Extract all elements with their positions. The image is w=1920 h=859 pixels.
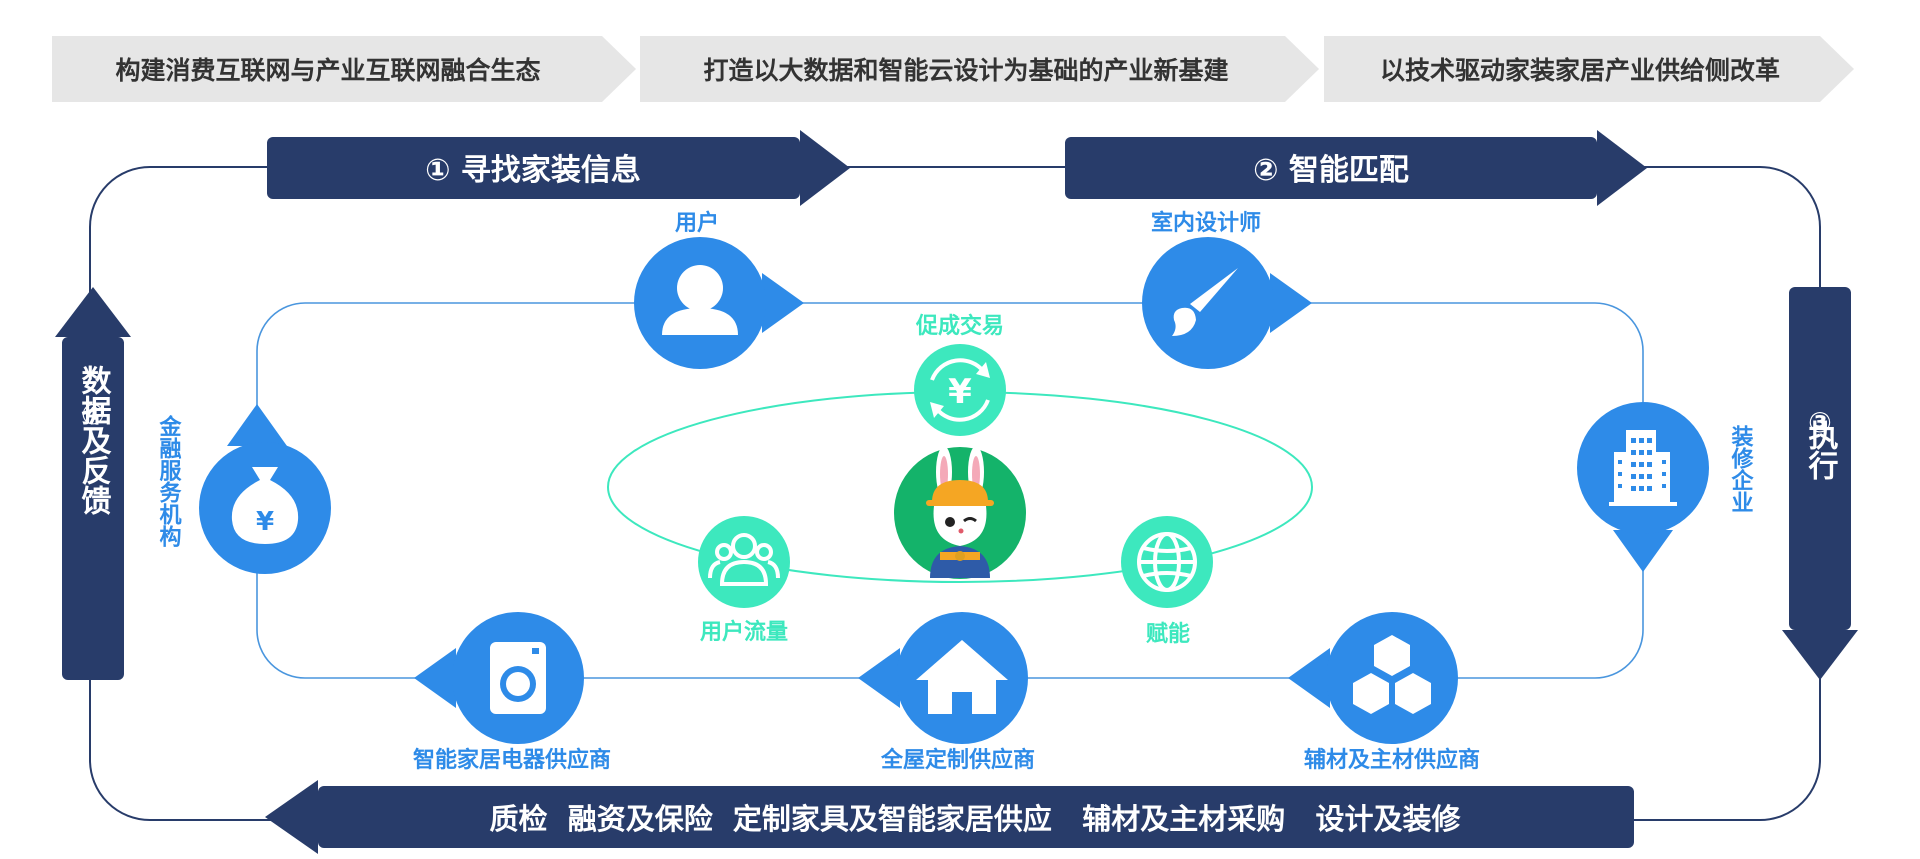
inner-trade-label: 促成交易 <box>915 313 1004 339</box>
people-icon <box>708 533 780 586</box>
banner-chevron-3 <box>1324 36 1854 102</box>
inner-traffic-label: 用户流量 <box>700 619 788 645</box>
banner-text-3: 以技术驱动家装家居产业供给侧改革 <box>1380 56 1780 85</box>
node-custom: 全屋定制供应商 <box>858 612 1035 773</box>
globe-icon <box>1137 532 1197 592</box>
banner-text-2: 打造以大数据和智能云设计为基础的产业新基建 <box>703 56 1228 85</box>
node-custom-label: 全屋定制供应商 <box>880 747 1035 773</box>
inner-empower: 赋能 <box>1121 516 1213 647</box>
house-icon <box>916 640 1008 714</box>
node-designer-label: 室内设计师 <box>1151 210 1261 236</box>
building-icon <box>1609 430 1677 506</box>
step-1-label: ① 寻找家装信息 <box>425 153 641 188</box>
step-2-arrow: ② 智能匹配 <box>1065 130 1647 206</box>
money-bag-icon: ¥ <box>231 467 299 544</box>
bottom-label: 质检 融资及保险 定制家具及智能家居供应 辅材及主材采购 设计及装修 <box>490 802 1462 836</box>
svg-text:¥: ¥ <box>256 507 274 537</box>
step-3-arrow: ③ 执行 <box>1782 287 1858 680</box>
washing-machine-icon <box>490 642 546 714</box>
hexagons-icon <box>1353 635 1431 714</box>
inner-trade: ¥ 促成交易 <box>914 313 1006 436</box>
node-finance-label: 金融服务机构 <box>156 414 183 548</box>
paintbrush-icon <box>1172 268 1238 336</box>
inner-empower-label: 赋能 <box>1146 621 1190 647</box>
top-banner: 构建消费互联网与产业互联网融合生态 打造以大数据和智能云设计为基础的产业新基建 … <box>52 36 1854 102</box>
step-4-arrow: ④ 数据及反馈 <box>55 287 131 680</box>
svg-text:¥: ¥ <box>948 372 972 412</box>
node-finance: ¥ 金融服务机构 <box>156 404 331 574</box>
node-materials-label: 辅材及主材供应商 <box>1304 747 1480 773</box>
step-4-number: ④ <box>81 398 105 431</box>
node-user: 用户 <box>634 210 804 369</box>
bottom-arrow: 质检 融资及保险 定制家具及智能家居供应 辅材及主材采购 设计及装修 <box>265 780 1634 854</box>
node-appliance-label: 智能家居电器供应商 <box>413 747 611 773</box>
node-company: 装修企业 <box>1577 402 1755 572</box>
step-1-arrow: ① 寻找家装信息 <box>267 130 850 206</box>
node-materials: 辅材及主材供应商 <box>1288 612 1480 773</box>
step-3-number: ③ <box>1808 406 1832 439</box>
inner-loop-line <box>256 302 1644 679</box>
inner-traffic: 用户流量 <box>698 516 790 645</box>
person-icon <box>662 265 738 335</box>
node-designer: 室内设计师 <box>1142 210 1312 369</box>
node-user-label: 用户 <box>675 210 719 236</box>
banner-chevron-2 <box>640 36 1319 102</box>
step-4-label: 数据及反馈 <box>76 365 112 516</box>
rabbit-mascot-icon <box>894 446 1026 579</box>
yuan-cycle-icon: ¥ <box>930 358 990 422</box>
node-company-label: 装修企业 <box>1728 425 1755 513</box>
step-3-label: 执行 <box>1803 420 1840 480</box>
outer-loop-line <box>89 166 1821 821</box>
banner-text-1: 构建消费互联网与产业互联网融合生态 <box>115 56 540 85</box>
node-appliance: 智能家居电器供应商 <box>413 612 611 773</box>
banner-chevron-1 <box>52 36 636 102</box>
step-2-label: ② 智能匹配 <box>1253 153 1409 188</box>
